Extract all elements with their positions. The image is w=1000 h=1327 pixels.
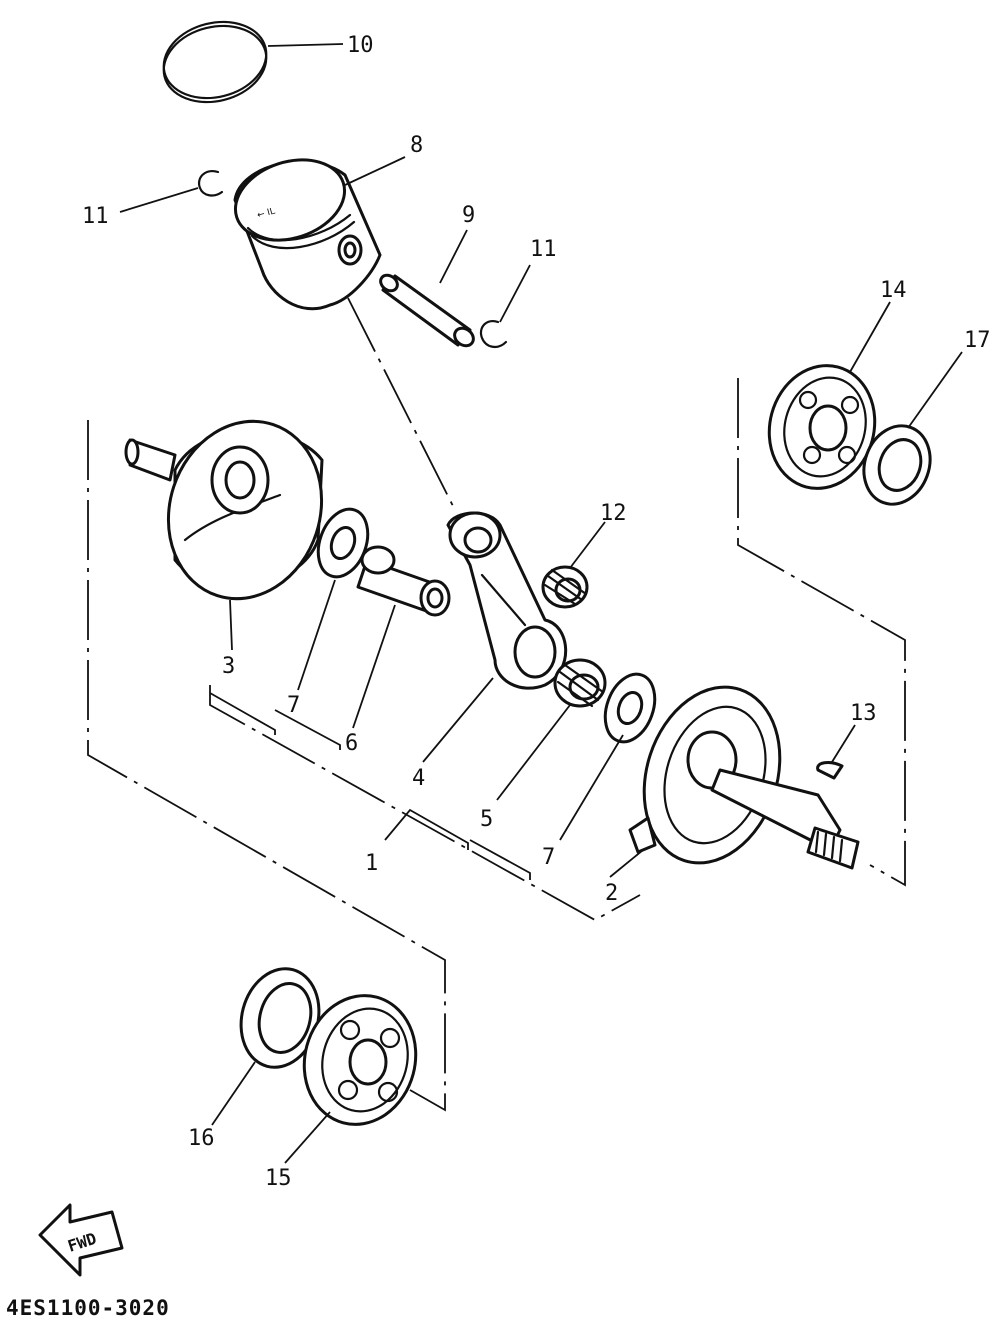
callout-6: 6 [345,731,358,756]
callout-17: 17 [964,328,991,353]
callout-16: 16 [188,1126,215,1151]
big-end-bearing [553,658,607,708]
callout-11-right: 11 [530,237,557,262]
crank-half-left [124,419,324,601]
circlip-left [197,170,224,197]
crank-bearing-left [302,994,418,1126]
callout-5: 5 [480,807,493,832]
callout-10: 10 [347,33,374,58]
oil-seal-left [239,967,321,1069]
callout-13: 13 [850,701,877,726]
callout-numbers: 10 8 11 9 11 14 17 12 3 7 6 4 5 7 1 13 2… [82,33,991,1191]
assembly-bracket-lines [87,297,906,1112]
connecting-rod [446,511,568,690]
thrust-washer-left [316,507,370,579]
callout-14: 14 [880,278,907,303]
piston-ring [162,20,268,104]
small-end-bearing [541,565,589,609]
piston-pin [379,273,475,348]
callout-4: 4 [412,766,425,791]
crank-pin [356,545,451,617]
forward-arrow-icon: FWD [38,1203,124,1277]
callout-2: 2 [605,881,618,906]
crank-bearing-right [767,364,877,490]
circlip-right [479,320,508,348]
callout-1: 1 [365,851,378,876]
crank-half-right [628,685,860,870]
callout-9: 9 [462,203,475,228]
oil-seal-right [862,424,932,506]
callout-8: 8 [410,133,423,158]
catalog-code: 4ES1100-3020 [6,1296,170,1320]
piston-direction-mark: ← IL [256,207,276,221]
thrust-washer-right [603,672,657,744]
callout-3: 3 [222,654,235,679]
woodruff-key [816,761,844,780]
callout-12: 12 [600,501,627,526]
piston: ← IL [233,158,382,311]
callout-7-left: 7 [287,693,300,718]
callout-15: 15 [265,1166,292,1191]
leader-lines [119,43,963,1164]
callout-7-right: 7 [542,845,555,870]
callout-11-left: 11 [82,204,109,229]
